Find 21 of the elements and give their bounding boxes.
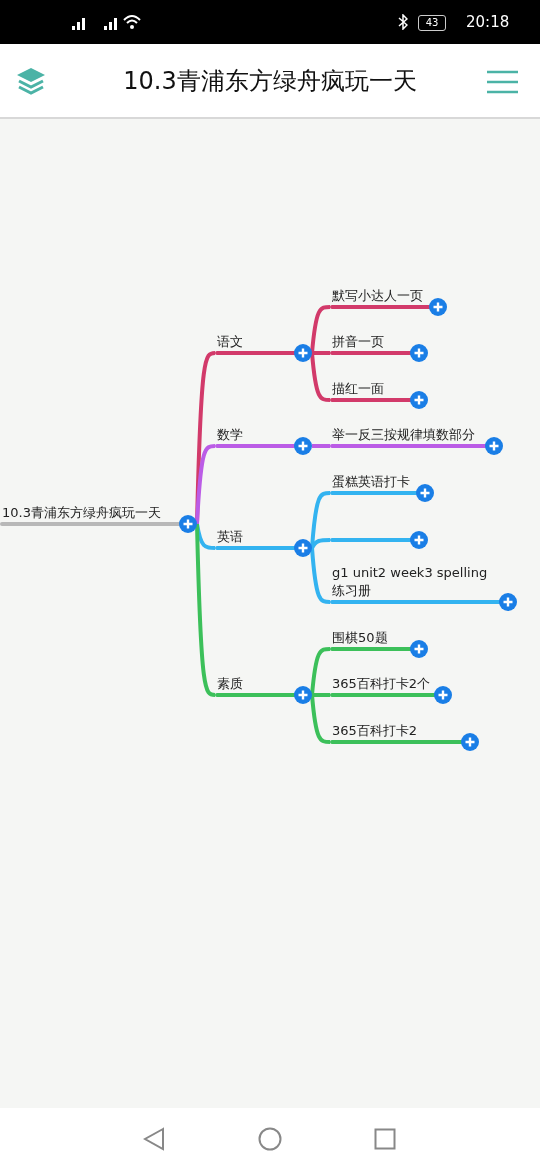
topic-text: 10.3青浦东方绿舟疯玩一天 [2,504,161,522]
battery-level: 43 [418,15,446,31]
topic-text: 语文 [217,333,243,351]
topic-text: 描红一面 [332,380,384,398]
page-title: 10.3青浦东方绿舟疯玩一天 [122,66,418,97]
topic-text: 默写小达人一页 [332,287,423,305]
topic-text: 围棋50题 [332,629,388,647]
topic-text: 拼音一页 [332,333,384,351]
topic-text: 举一反三按规律填数部分 [332,426,475,444]
branch-connector [312,693,330,697]
clock-time: 20:18 [466,12,510,32]
branch-connector [312,351,330,355]
branch-connector [195,444,217,525]
topic-text: 英语 [217,528,243,546]
topic-text: 蛋糕英语打卡 [332,473,410,491]
branch-connector [312,444,330,448]
topic-text: 365百科打卡2个 [332,675,431,693]
topic-text: 素质 [217,675,243,693]
topic-text: g1 unit2 week3 spelling练习册 [332,564,489,600]
topic-text: 数学 [217,426,243,444]
topic-text: 365百科打卡2 [332,722,418,740]
